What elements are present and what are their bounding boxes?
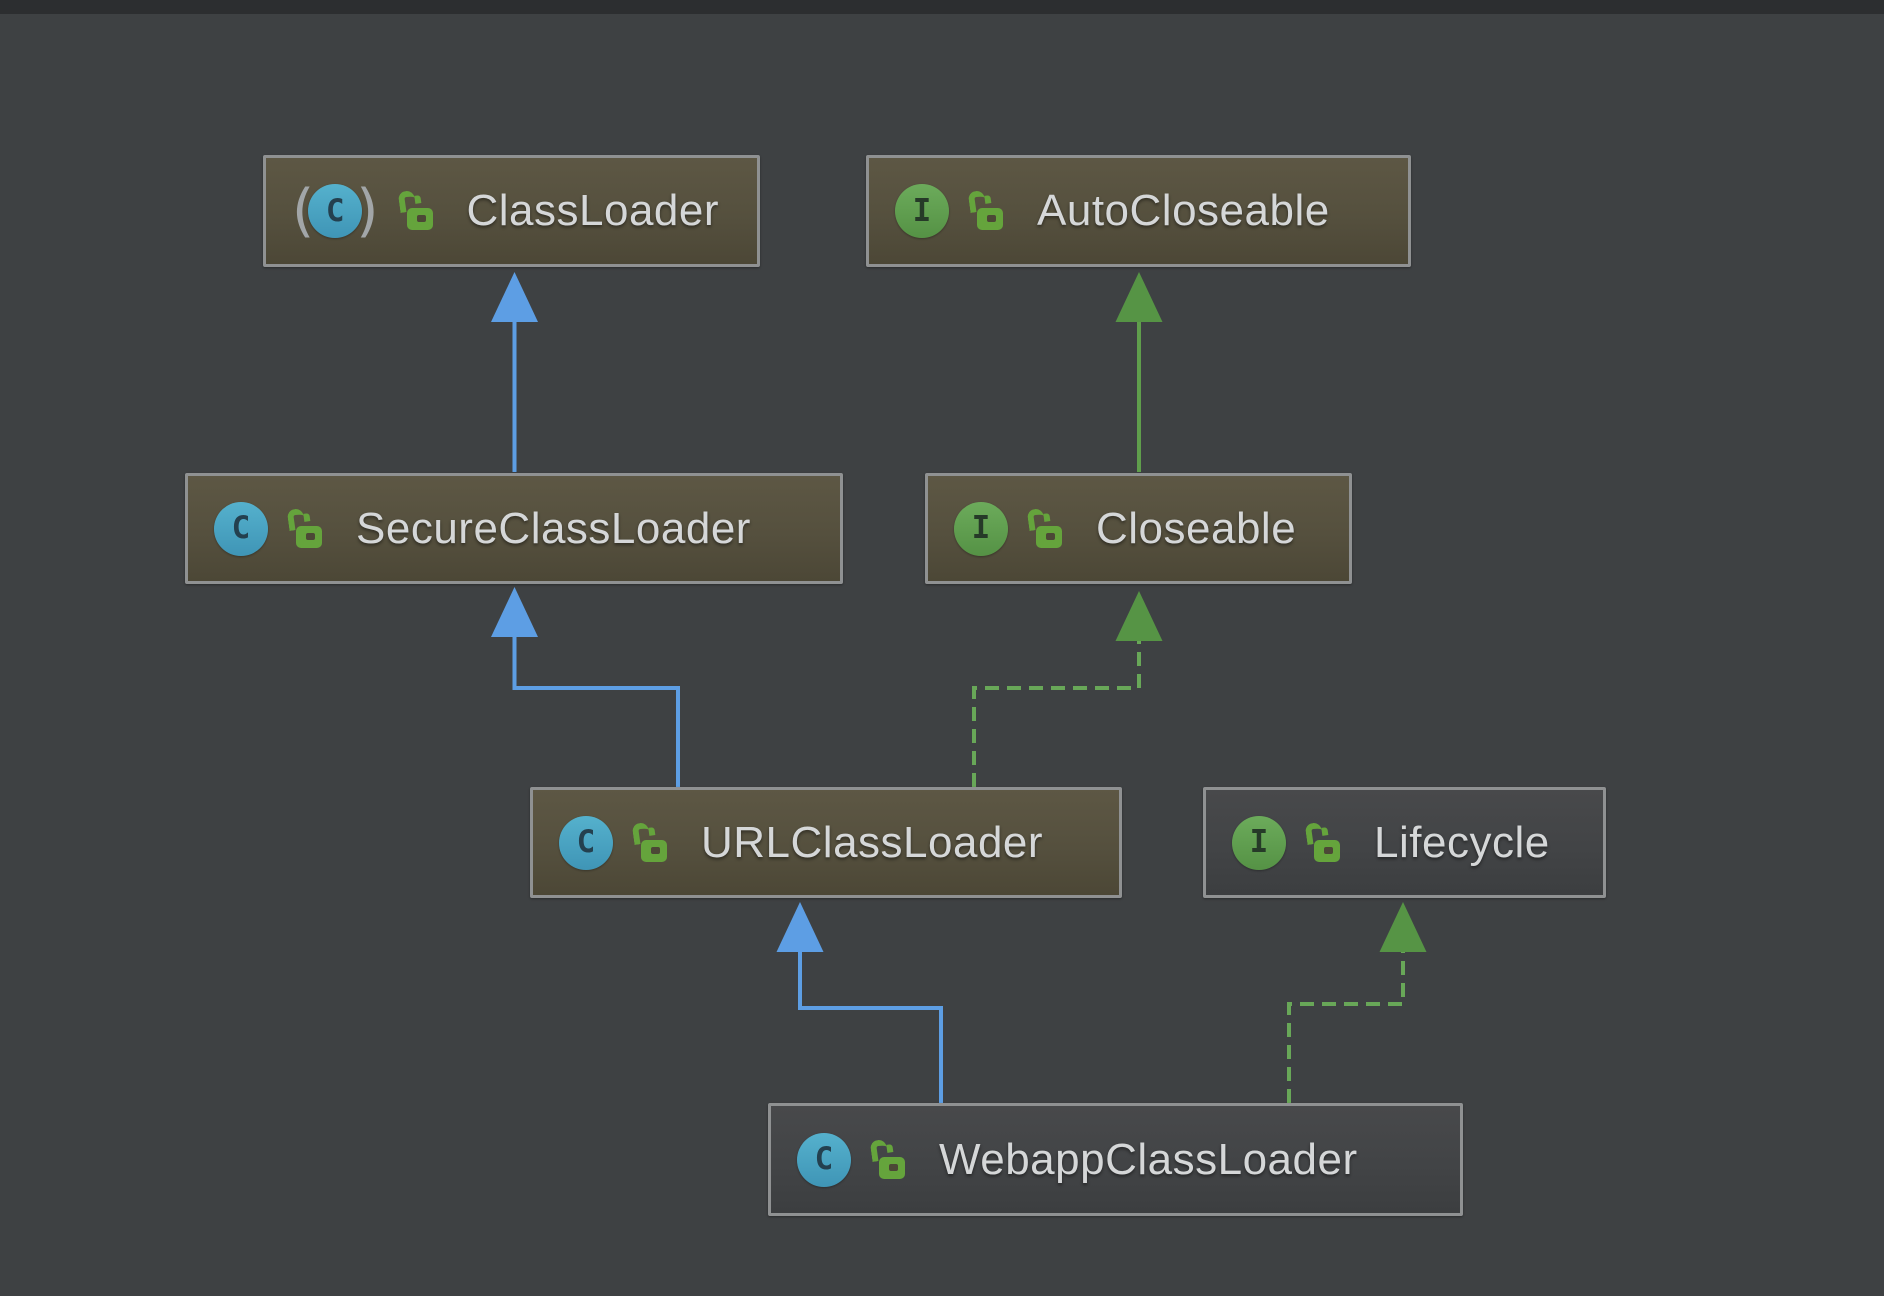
class-icon: C (559, 815, 613, 870)
public-lock-icon (967, 189, 1003, 232)
node-secureclassloader[interactable]: C SecureClassLoader (185, 473, 843, 584)
node-autocloseable[interactable]: I AutoCloseable (866, 155, 1411, 267)
public-lock-icon (286, 507, 322, 550)
arrowhead-extends-secureclassloader (491, 587, 538, 637)
edge-webappclassloader-implements-lifecycle (1287, 952, 1405, 1103)
edge-urlclassloader-implements-closeable (972, 641, 1141, 787)
arrowhead-extends-classloader (491, 272, 538, 322)
edge-webappclassloader-extends-urlclassloader (798, 952, 943, 1103)
abstract-paren-right-icon: ) (356, 178, 379, 244)
public-lock-icon (1026, 507, 1062, 550)
public-lock-icon (869, 1138, 905, 1181)
interface-icon: I (954, 501, 1008, 556)
arrowhead-implements-closeable (1115, 591, 1163, 641)
node-label: AutoCloseable (1037, 186, 1330, 235)
public-lock-icon (1304, 821, 1340, 864)
node-webappclassloader[interactable]: C WebappClassLoader (768, 1103, 1463, 1216)
window-top-edge (0, 0, 1884, 14)
class-icon: C (308, 184, 363, 238)
class-icon: C (214, 501, 268, 556)
arrowhead-implements-lifecycle (1379, 902, 1427, 952)
node-label: WebappClassLoader (939, 1134, 1358, 1184)
node-label: URLClassLoader (701, 817, 1044, 867)
interface-icon: I (1232, 815, 1286, 870)
node-label: SecureClassLoader (356, 503, 751, 553)
interface-icon: I (895, 184, 949, 238)
class-icon: C (797, 1132, 851, 1187)
node-label: Lifecycle (1374, 817, 1550, 867)
node-classloader[interactable]: ( C ) ClassLoader (263, 155, 760, 267)
abstract-paren-left-icon: ( (292, 178, 315, 244)
node-label: Closeable (1096, 503, 1297, 553)
node-lifecycle[interactable]: I Lifecycle (1203, 787, 1606, 898)
node-label: ClassLoader (466, 186, 720, 235)
arrowhead-extends-urlclassloader (776, 902, 824, 952)
edge-urlclassloader-extends-secureclassloader (512, 637, 680, 787)
public-lock-icon (397, 189, 433, 232)
arrowhead-extends-autocloseable (1115, 272, 1163, 322)
public-lock-icon (631, 821, 667, 864)
node-urlclassloader[interactable]: C URLClassLoader (530, 787, 1122, 898)
node-closeable[interactable]: I Closeable (925, 473, 1352, 584)
